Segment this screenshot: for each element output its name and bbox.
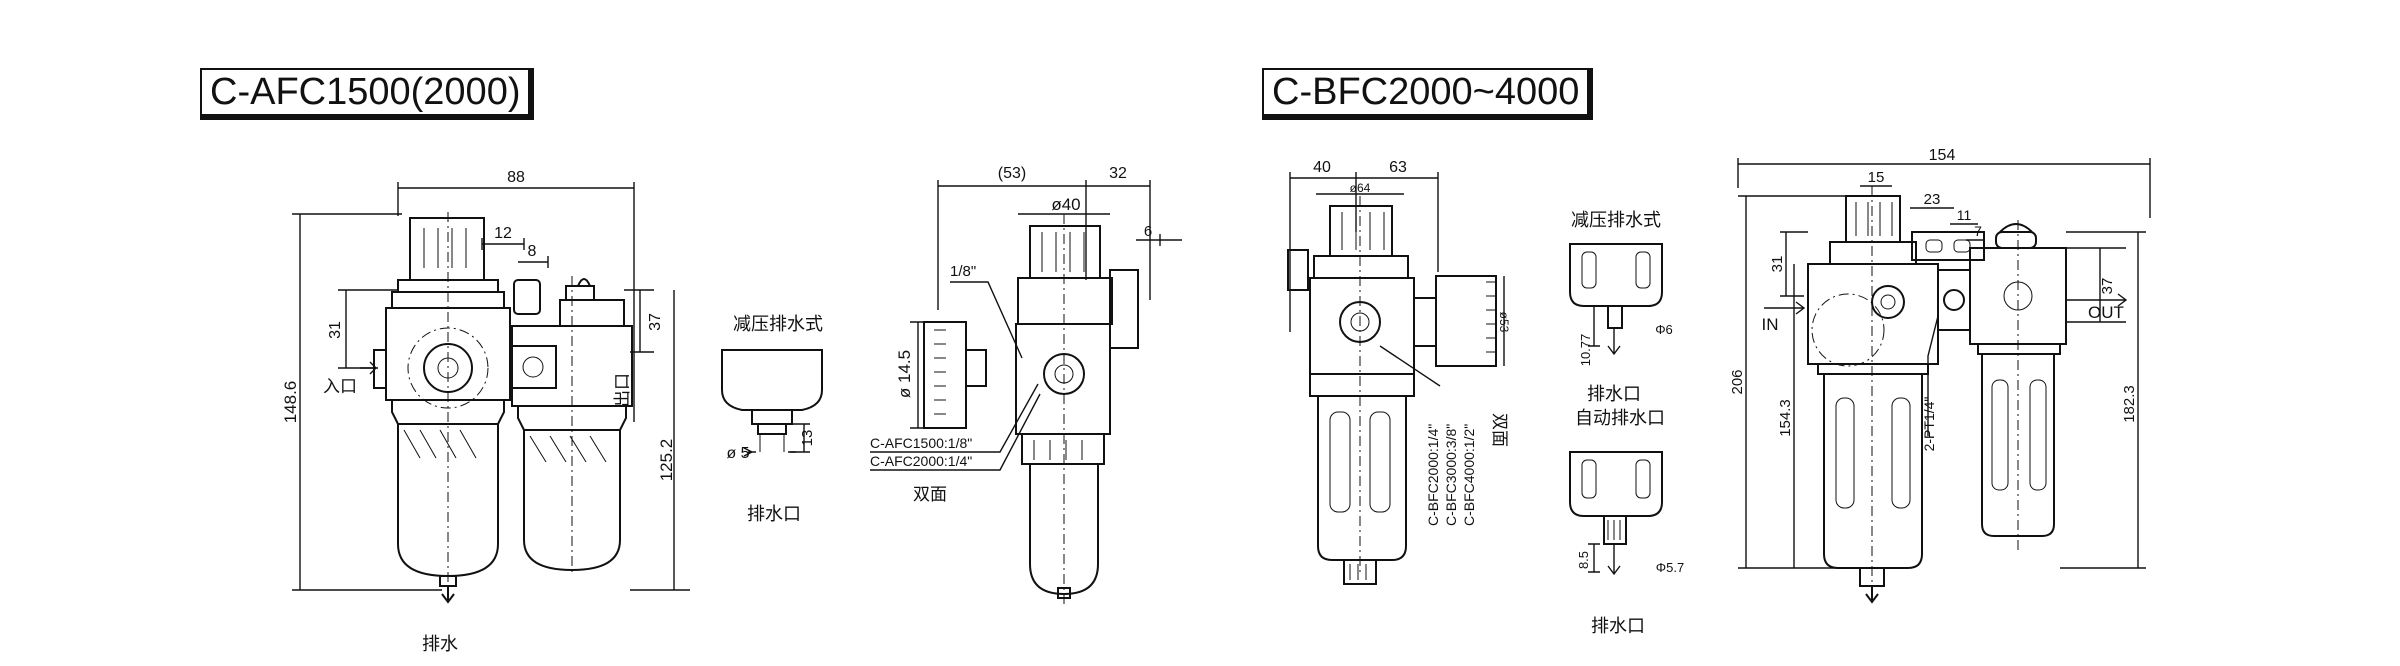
afc-front-view: 88 12 8 31 37 148.6 125.2 入口 出口 排水 bbox=[281, 169, 690, 655]
bfc-height-mid: 154.3 bbox=[1777, 399, 1794, 437]
afc-dim-31: 31 bbox=[327, 321, 344, 339]
afc-height-right: 125.2 bbox=[657, 439, 676, 482]
afc-side-pt: 1/8" bbox=[950, 263, 976, 280]
bfc-port-label: 2-PT1/4" bbox=[1921, 397, 1937, 452]
bfc-drain-title-bottom: 自动排水口 bbox=[1575, 408, 1665, 429]
bfc-side-dim-63: 63 bbox=[1389, 159, 1407, 176]
bfc-height-total: 206 bbox=[1729, 369, 1746, 394]
bfc-outlet-label: OUT bbox=[2088, 303, 2124, 322]
bfc-dim-15: 15 bbox=[1868, 169, 1885, 186]
bfc-dim-23: 23 bbox=[1924, 191, 1941, 208]
bfc-height-right: 182.3 bbox=[2121, 385, 2138, 423]
bfc-side-view: 40 63 ø64 ø53 C-BFC2000:1/4" C-BFC3000:3… bbox=[1287, 159, 1511, 585]
bfc-filter-body bbox=[1807, 263, 1939, 365]
bfc-side-body bbox=[1309, 277, 1415, 375]
bfc-side-port3: C-BFC4000:1/2" bbox=[1461, 424, 1477, 526]
bfc-side-port2: C-BFC3000:3/8" bbox=[1443, 424, 1459, 526]
bfc-dim-37: 37 bbox=[2099, 278, 2116, 295]
model-title-bfc: C-BFC2000~4000 bbox=[1262, 68, 1594, 120]
bfc-side-dia64: ø64 bbox=[1350, 181, 1371, 195]
afc-inlet-label: 入口 bbox=[323, 377, 357, 397]
afc-outlet-label: 出口 bbox=[613, 373, 633, 407]
bfc-drain-dia57: Φ5.7 bbox=[1656, 560, 1684, 575]
afc-side-body bbox=[1015, 323, 1111, 435]
bfc-drain-dim-1077: 10.77 bbox=[1578, 334, 1593, 367]
bfc-side-dia53: ø53 bbox=[1497, 312, 1511, 333]
bfc-inlet-label: IN bbox=[1762, 315, 1779, 334]
afc-side-view: (53) 32 ø40 6 1/8" ø 14.5 C-AFC1500:1/8"… bbox=[870, 165, 1182, 604]
afc-drain-detail-title: 减压排水式 bbox=[733, 314, 823, 335]
bfc-side-port1: C-BFC2000:1/4" bbox=[1425, 424, 1441, 526]
afc-dim-37: 37 bbox=[647, 313, 664, 331]
afc-side-port1: C-AFC1500:1/8" bbox=[870, 435, 972, 451]
afc-side-dim-6: 6 bbox=[1144, 223, 1152, 240]
bfc-filter-bowl bbox=[1823, 374, 1923, 569]
afc-side-dia145: ø 14.5 bbox=[895, 350, 914, 398]
afc-dim-12: 12 bbox=[494, 225, 512, 242]
bfc-drain-label2: 排水口 bbox=[1591, 616, 1645, 637]
afc-drain-label: 排水 bbox=[422, 634, 458, 655]
bfc-drain-dia6: Φ6 bbox=[1655, 322, 1673, 337]
bfc-side-double: 双面 bbox=[1489, 413, 1509, 447]
bfc-drain-dim-85: 8.5 bbox=[1576, 551, 1591, 569]
afc-side-double: 双面 bbox=[913, 485, 947, 505]
afc-dim-8: 8 bbox=[528, 243, 537, 260]
afc-side-port2: C-AFC2000:1/4" bbox=[870, 453, 972, 469]
afc-drain-dia: ø 5 bbox=[726, 445, 749, 462]
afc-drain-dim-13: 13 bbox=[799, 430, 816, 447]
afc-width-dim: 88 bbox=[507, 169, 525, 186]
afc-drain-port-label: 排水口 bbox=[747, 504, 801, 525]
afc-side-dia40: ø40 bbox=[1051, 195, 1080, 214]
bfc-drain-title-top: 减压排水式 bbox=[1571, 210, 1661, 231]
bfc-front-view: 154 15 23 11 7 bbox=[1729, 147, 2151, 604]
bfc-side-dim-40: 40 bbox=[1313, 159, 1331, 176]
bfc-dim-11: 11 bbox=[1957, 207, 1972, 223]
model-title-afc: C-AFC1500(2000) bbox=[200, 68, 535, 120]
afc-regulator-knob bbox=[409, 217, 485, 281]
afc-drain-detail: 减压排水式 ø 5 13 排水口 bbox=[721, 314, 823, 525]
afc-height-total: 148.6 bbox=[281, 381, 300, 424]
bfc-drain-detail: 减压排水式 10.77 Φ6 排水口 自动排水口 8.5 Φ5.7 排水口 bbox=[1569, 210, 1684, 637]
bfc-drain-label1: 排水口 bbox=[1587, 384, 1641, 405]
bfc-width-dim: 154 bbox=[1929, 147, 1956, 164]
afc-side-dim-32: 32 bbox=[1109, 165, 1127, 182]
bfc-dim-31: 31 bbox=[1769, 256, 1786, 273]
afc-side-dim-53: (53) bbox=[998, 165, 1026, 182]
